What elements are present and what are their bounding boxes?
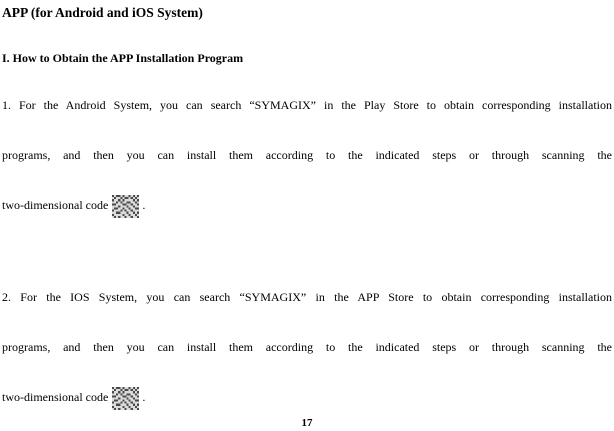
qr-code-icon bbox=[112, 386, 140, 410]
page-title: APP (for Android and iOS System) bbox=[2, 5, 203, 20]
qr-code-icon bbox=[112, 194, 140, 218]
paragraph-text: two-dimensional code bbox=[2, 198, 109, 212]
paragraph-line: 2. For the IOS System, you can search “S… bbox=[2, 290, 612, 304]
paragraph-android: 1. For the Android System, you can searc… bbox=[2, 80, 612, 230]
paragraph-line: two-dimensional code. bbox=[2, 180, 612, 230]
section-heading: I. How to Obtain the APP Installation Pr… bbox=[2, 51, 244, 65]
sentence-period: . bbox=[142, 390, 146, 404]
paragraph-ios: 2. For the IOS System, you can search “S… bbox=[2, 272, 612, 422]
sentence-period: . bbox=[142, 198, 146, 212]
paragraph-line: two-dimensional code. bbox=[2, 372, 612, 422]
page-number: 17 bbox=[301, 417, 313, 429]
paragraph-line: programs, and then you can install them … bbox=[2, 340, 612, 354]
paragraph-text: two-dimensional code bbox=[2, 390, 109, 404]
paragraph-line: 1. For the Android System, you can searc… bbox=[2, 98, 612, 112]
paragraph-line: programs, and then you can install them … bbox=[2, 148, 612, 162]
